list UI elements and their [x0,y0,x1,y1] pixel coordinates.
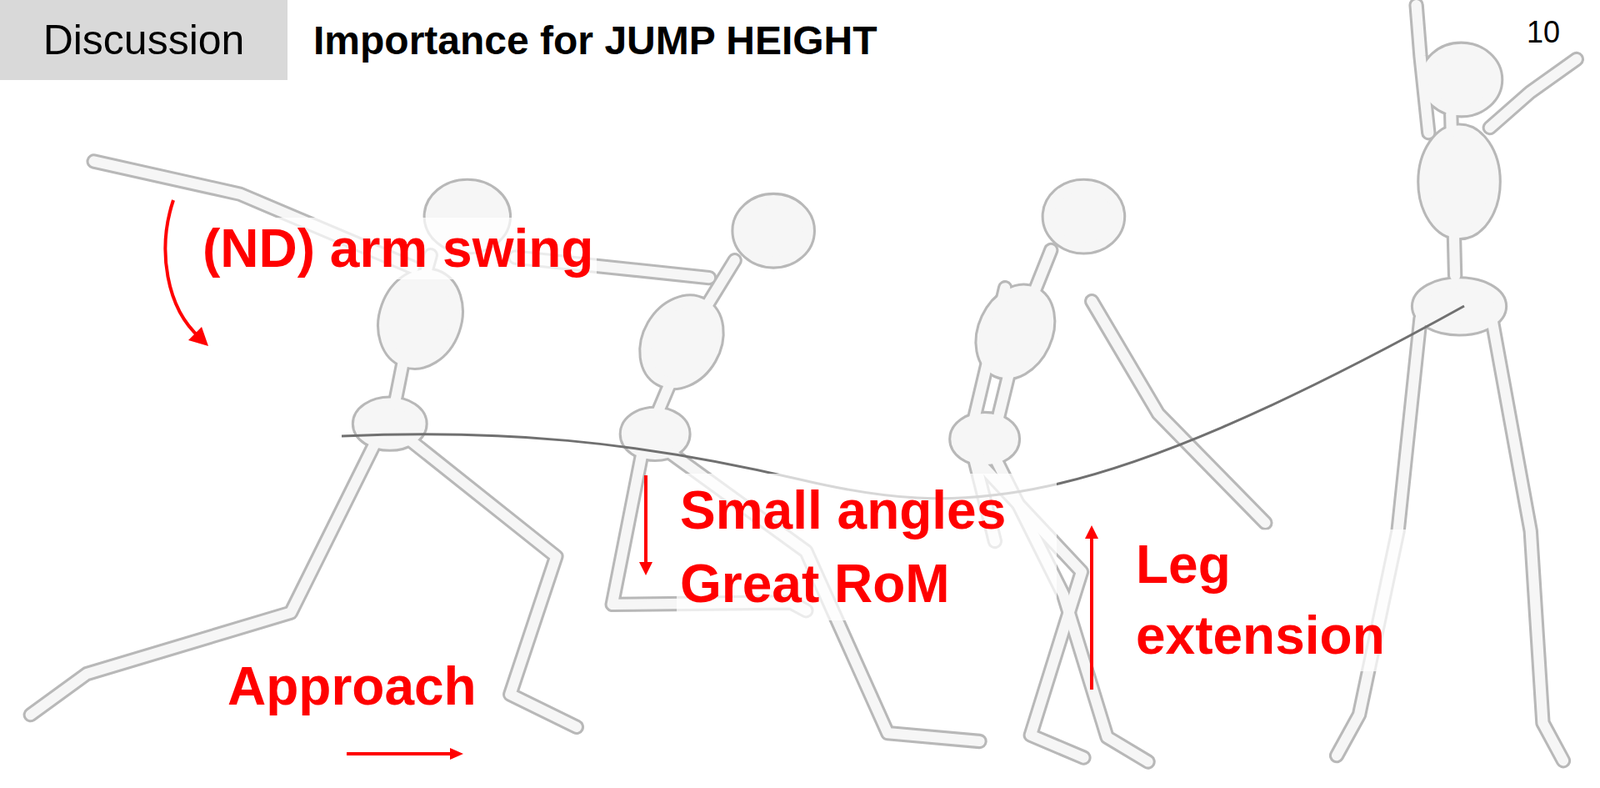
callout-label: Small angles Great RoM [676,473,1057,620]
section-label: Discussion [43,15,245,65]
callout-label: (ND) arm swing [199,217,597,280]
trajectory-curve [341,305,1465,499]
slide-title: Importance for JUMP HEIGHT [313,16,878,65]
slide-number: 10 [1526,13,1560,52]
red-arrows [165,200,1092,754]
section-tab: Discussion [0,0,288,80]
callout-label: Leg extension [1132,529,1406,671]
callout-label: Approach [224,655,480,717]
arrow-heads [188,326,1099,760]
